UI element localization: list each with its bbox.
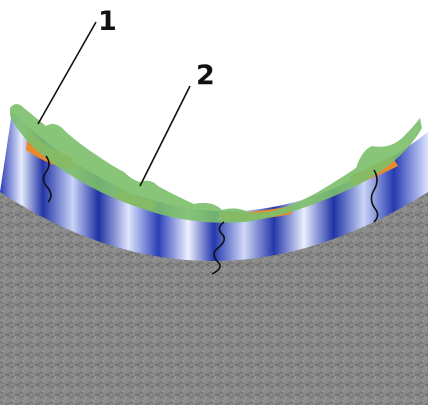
callout-2: 2: [140, 60, 215, 186]
callout-2-number: 2: [196, 60, 215, 91]
callout-2-leader-line: [140, 86, 190, 186]
callout-1-leader-line: [38, 22, 96, 124]
callout-1: 1: [38, 6, 117, 124]
callout-1-number: 1: [98, 6, 117, 37]
